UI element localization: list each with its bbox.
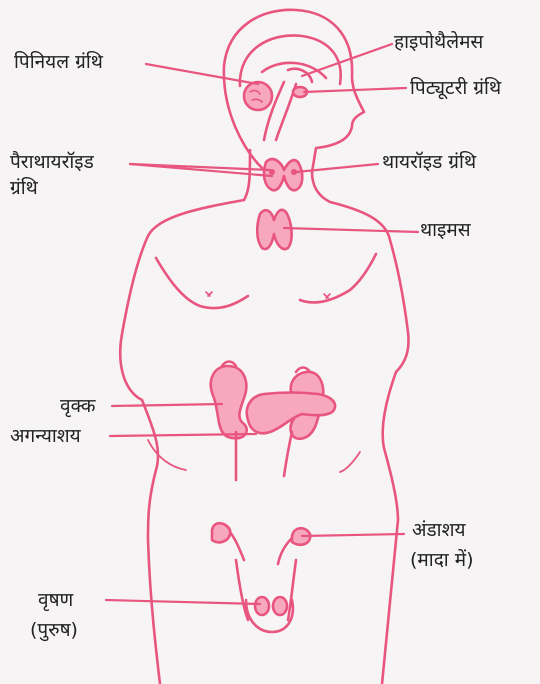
chest-right [300, 254, 376, 302]
label-pituitary: पिट्यूटरी ग्रंथि [410, 76, 501, 100]
label-ovary-line2: (मादा में) [410, 548, 474, 572]
label-thymus: थाइमस [420, 218, 471, 242]
leg-left [148, 540, 160, 684]
label-hypothalamus: हाइपोथैलेमस [394, 30, 483, 54]
neck-right [312, 172, 330, 202]
label-kidney: वृक्क [60, 394, 96, 418]
label-parathyroid-line2: ग्रंथि [10, 176, 38, 200]
label-testis-line1: वृषण [38, 588, 73, 612]
label-pancreas: अगन्याशय [10, 424, 81, 448]
ovary-left [212, 523, 230, 542]
leader-kidney [112, 404, 222, 406]
pineal-gland [244, 82, 272, 110]
chest-left [156, 258, 248, 308]
thyroid-gland [264, 159, 302, 190]
leader-ovary [302, 534, 404, 536]
testis-right [273, 597, 287, 615]
leader-thymus [284, 228, 418, 232]
leg-right [382, 520, 398, 684]
label-testis-line2: (पुरुष) [30, 618, 78, 642]
hypothalamus-shape [288, 69, 312, 82]
waist-right [383, 372, 398, 520]
waist-left [142, 400, 158, 540]
leader-thyroid [296, 164, 378, 172]
label-ovary-line1: अंडाशय [412, 518, 466, 542]
thymus-gland [257, 210, 291, 249]
kidney-left [211, 366, 247, 438]
testis-left [255, 597, 269, 615]
label-thyroid: थायरॉइड ग्रंथि [382, 150, 476, 174]
ureter-right [284, 432, 292, 476]
label-pineal: पिनियल ग्रंथि [14, 50, 103, 74]
label-parathyroid-line1: पैराथायरॉइड [10, 150, 94, 174]
adrenal-right [296, 368, 310, 373]
leader-testis [106, 600, 260, 604]
leader-hypothalamus [302, 44, 392, 76]
torso-right [330, 202, 409, 372]
